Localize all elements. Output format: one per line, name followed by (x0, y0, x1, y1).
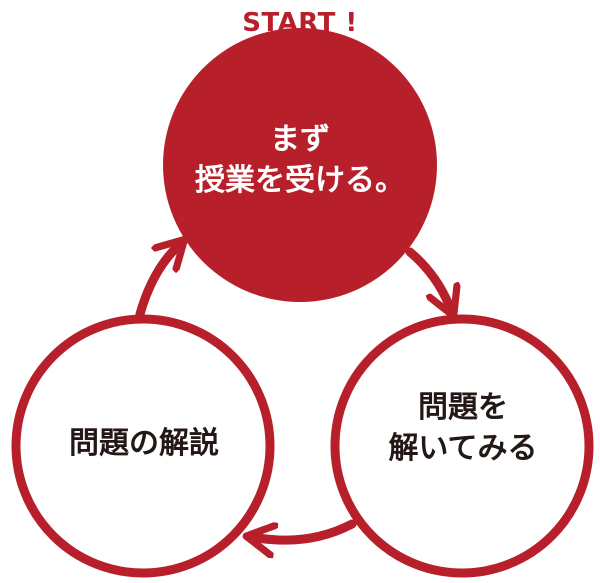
node-top-circle (163, 28, 437, 302)
node-right-line-2: 解いてみる (388, 430, 538, 466)
arrow-top-to-right (405, 247, 449, 305)
start-label: START ! (242, 8, 358, 38)
node-top-line-2: 授業を受ける。 (195, 162, 405, 198)
node-top-label: まず 授業を受ける。 (166, 120, 434, 201)
node-right-line-1: 問題を (418, 390, 508, 425)
arrow-left-to-top (135, 248, 176, 319)
node-right-circle (330, 314, 594, 578)
node-right-label: 問題を 解いてみる (332, 388, 594, 469)
node-left-label: 問題の解説 (12, 424, 276, 465)
node-top-line-1: まず (270, 122, 330, 157)
arrow-right-to-left (258, 519, 357, 540)
node-left-circle (11, 314, 275, 578)
node-left-line-1: 問題の解説 (69, 426, 219, 461)
